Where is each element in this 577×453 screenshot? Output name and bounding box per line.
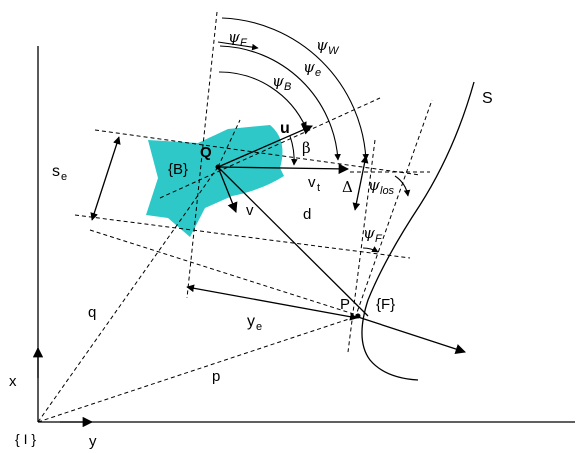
point-q-marker bbox=[215, 164, 221, 170]
v-vector bbox=[217, 166, 238, 213]
svg-text:W: W bbox=[328, 45, 340, 57]
ye-label-sub: e bbox=[256, 321, 262, 333]
point-q-label: Q bbox=[200, 144, 212, 161]
delta-dimension bbox=[352, 155, 369, 211]
vt-label-main: v bbox=[308, 174, 316, 191]
se-label-main: s bbox=[52, 163, 60, 180]
svg-text:B: B bbox=[284, 81, 291, 93]
q-label: q bbox=[88, 304, 96, 321]
svg-text:ψ: ψ bbox=[272, 72, 284, 90]
p-vector bbox=[37, 315, 359, 423]
vt-vector bbox=[217, 163, 350, 175]
point-p-label: P bbox=[340, 296, 350, 313]
path-tangent-arrow bbox=[357, 316, 466, 355]
point-p-marker bbox=[355, 313, 361, 319]
path-curve-s bbox=[361, 81, 475, 381]
psi-los-label: ψ los bbox=[368, 176, 395, 197]
north-line-vessel bbox=[186, 11, 218, 299]
psi-w-label: ψ W bbox=[316, 36, 340, 57]
inertial-frame-axes bbox=[32, 46, 575, 428]
dashed-lines bbox=[37, 11, 433, 423]
beta-label: β bbox=[302, 139, 311, 157]
svg-text:ψ: ψ bbox=[368, 176, 380, 194]
d-label: d bbox=[303, 206, 311, 223]
svg-text:ψ: ψ bbox=[363, 224, 375, 242]
ye-offset-line bbox=[89, 229, 361, 317]
svg-text:ψ: ψ bbox=[303, 58, 315, 76]
delta-label: Δ bbox=[342, 178, 353, 196]
axis-x-label: x bbox=[9, 373, 17, 390]
svg-text:e: e bbox=[315, 67, 321, 79]
v-label: v bbox=[246, 202, 254, 219]
se-dimension bbox=[90, 136, 121, 221]
psi-f-top-label: ψ F bbox=[228, 28, 248, 49]
reference-line-lower bbox=[74, 214, 411, 259]
svg-text:los: los bbox=[380, 185, 395, 197]
points bbox=[215, 164, 361, 319]
psi-b-label: ψ B bbox=[272, 72, 291, 93]
psi-f-lower-label: ψ F bbox=[363, 224, 383, 245]
psi-los-arc bbox=[394, 175, 411, 197]
angle-arcs bbox=[217, 17, 411, 253]
u-label: u bbox=[280, 120, 290, 137]
se-label-sub: e bbox=[61, 171, 67, 183]
body-long-axis bbox=[159, 97, 381, 199]
beta-arc bbox=[289, 135, 298, 166]
ye-dimension bbox=[186, 284, 358, 321]
psi-e-label: ψ e bbox=[303, 58, 321, 79]
u-vector bbox=[217, 124, 313, 168]
svg-text:ψ: ψ bbox=[316, 36, 328, 54]
frame-i-label: { I } bbox=[15, 431, 36, 447]
q-vector bbox=[37, 166, 219, 423]
psi-f-arc bbox=[217, 41, 259, 51]
curve-s-label: S bbox=[482, 90, 493, 107]
vectors bbox=[90, 124, 466, 355]
vessel-body bbox=[146, 125, 284, 237]
psi-w-arc bbox=[221, 17, 369, 161]
frame-f-label: {F} bbox=[376, 296, 395, 313]
svg-text:F: F bbox=[375, 233, 383, 245]
frame-b-label: {B} bbox=[168, 161, 188, 178]
psi-e-arc bbox=[219, 45, 341, 161]
psi-b-arc bbox=[218, 71, 307, 129]
svg-text:F: F bbox=[240, 37, 248, 49]
q-extension bbox=[217, 119, 241, 168]
p-label: p bbox=[212, 368, 220, 385]
ye-label-main: y bbox=[247, 313, 255, 330]
svg-text:ψ: ψ bbox=[228, 28, 240, 46]
axis-y-label: y bbox=[89, 433, 97, 450]
psi-f-lower-arc bbox=[362, 246, 379, 253]
path-tangent-dashed bbox=[354, 99, 433, 319]
vt-label-sub: t bbox=[317, 182, 320, 194]
